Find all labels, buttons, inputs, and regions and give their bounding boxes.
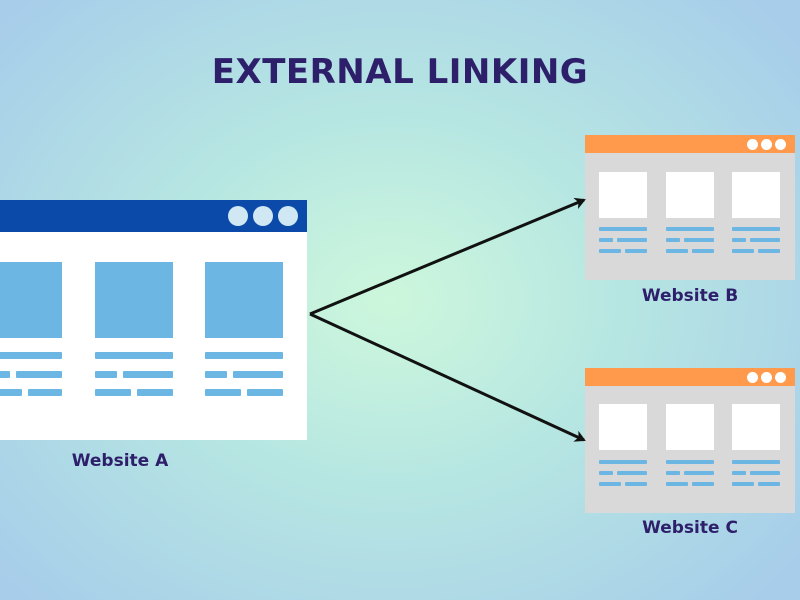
text-line	[684, 471, 714, 475]
text-line	[684, 238, 714, 242]
website-a-label: Website A	[71, 451, 169, 471]
text-line	[758, 482, 780, 486]
text-line	[750, 471, 780, 475]
text-line	[732, 471, 746, 475]
content-tile	[205, 262, 283, 338]
text-line	[599, 249, 621, 253]
content-tile	[95, 262, 173, 338]
content-tile	[599, 172, 647, 218]
diagram-title: EXTERNAL LINKING	[211, 52, 589, 92]
text-line	[732, 249, 754, 253]
text-line	[732, 238, 746, 242]
text-line	[666, 471, 680, 475]
text-line	[0, 371, 10, 378]
window-dot-icon	[761, 139, 772, 150]
content-tile	[732, 172, 780, 218]
website-b-title-bar	[585, 135, 795, 153]
window-dot-icon	[253, 206, 273, 226]
text-line	[123, 371, 173, 378]
website-c-title-bar	[585, 368, 795, 386]
text-line	[617, 471, 647, 475]
text-line	[666, 460, 714, 464]
text-line	[758, 249, 780, 253]
text-line	[666, 249, 688, 253]
content-tile	[666, 172, 714, 218]
window-dot-icon	[775, 372, 786, 383]
content-tile	[0, 262, 62, 338]
text-line	[599, 227, 647, 231]
text-line	[666, 227, 714, 231]
text-line	[750, 238, 780, 242]
content-tile	[599, 404, 647, 450]
text-line	[599, 471, 613, 475]
arrow-to-website-c	[309, 312, 586, 442]
window-dot-icon	[747, 139, 758, 150]
window-dot-icon	[228, 206, 248, 226]
text-line	[732, 460, 780, 464]
text-line	[95, 371, 117, 378]
text-line	[692, 249, 714, 253]
window-dot-icon	[775, 139, 786, 150]
text-line	[205, 352, 283, 359]
text-line	[666, 238, 680, 242]
text-line	[732, 227, 780, 231]
text-line	[625, 249, 647, 253]
arrow-to-website-b	[309, 197, 586, 316]
text-line	[205, 389, 241, 396]
text-line	[599, 460, 647, 464]
website-b-label: Website B	[641, 286, 739, 306]
text-line	[95, 352, 173, 359]
website-c-label: Website C	[642, 518, 738, 538]
website-a-window	[0, 200, 307, 440]
text-line	[95, 389, 131, 396]
text-line	[247, 389, 283, 396]
text-line	[16, 371, 62, 378]
text-line	[617, 238, 647, 242]
website-c-window	[585, 368, 795, 513]
text-line	[666, 482, 688, 486]
text-line	[599, 238, 613, 242]
window-dot-icon	[747, 372, 758, 383]
window-dot-icon	[761, 372, 772, 383]
text-line	[0, 389, 22, 396]
text-line	[205, 371, 227, 378]
text-line	[599, 482, 621, 486]
window-dot-icon	[278, 206, 298, 226]
text-line	[625, 482, 647, 486]
content-tile	[666, 404, 714, 450]
text-line	[28, 389, 62, 396]
website-b-window	[585, 135, 795, 280]
content-tile	[732, 404, 780, 450]
text-line	[692, 482, 714, 486]
text-line	[137, 389, 173, 396]
text-line	[233, 371, 283, 378]
text-line	[0, 352, 62, 359]
text-line	[732, 482, 754, 486]
